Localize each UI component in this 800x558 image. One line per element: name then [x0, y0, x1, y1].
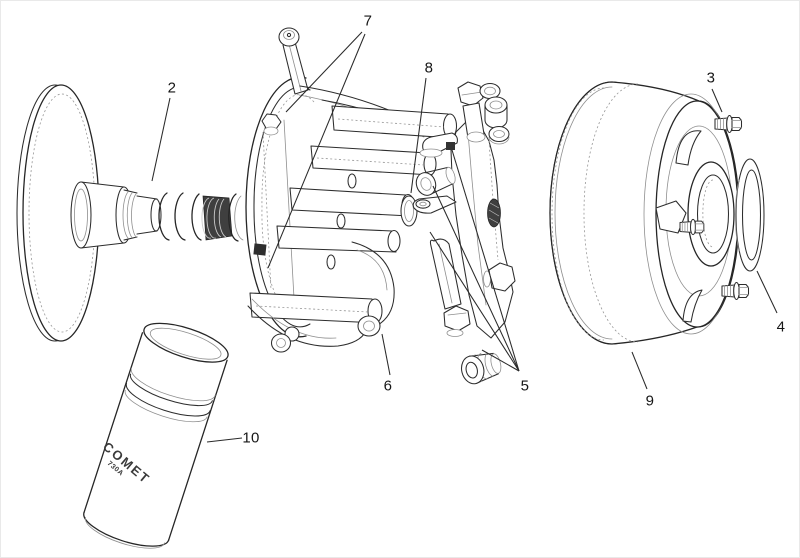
lubricant-spray-can: COMET 730A — [83, 322, 229, 549]
callout-9: 9 — [645, 392, 655, 410]
friction-ring — [735, 158, 765, 272]
movable-sheave-pulley — [16, 84, 162, 342]
callout-2: 2 — [167, 79, 177, 97]
leader-lines — [151, 31, 778, 443]
callout-8: 8 — [424, 59, 434, 77]
o-ring-gasket — [400, 195, 418, 227]
callout-7: 7 — [363, 12, 373, 30]
callout-5: 5 — [520, 377, 530, 395]
callout-4: 4 — [776, 318, 786, 336]
roller-pins — [249, 105, 458, 324]
callout-10: 10 — [242, 429, 260, 447]
callout-6: 6 — [383, 377, 393, 395]
ribbed-bushing — [460, 352, 502, 385]
pivot-bolt — [278, 27, 309, 95]
spider-cover-assembly — [245, 27, 458, 353]
callout-3: 3 — [706, 69, 716, 87]
clutch-spring — [158, 192, 244, 242]
mounting-bracket-hardware — [412, 81, 516, 385]
drum-housing — [549, 81, 750, 345]
